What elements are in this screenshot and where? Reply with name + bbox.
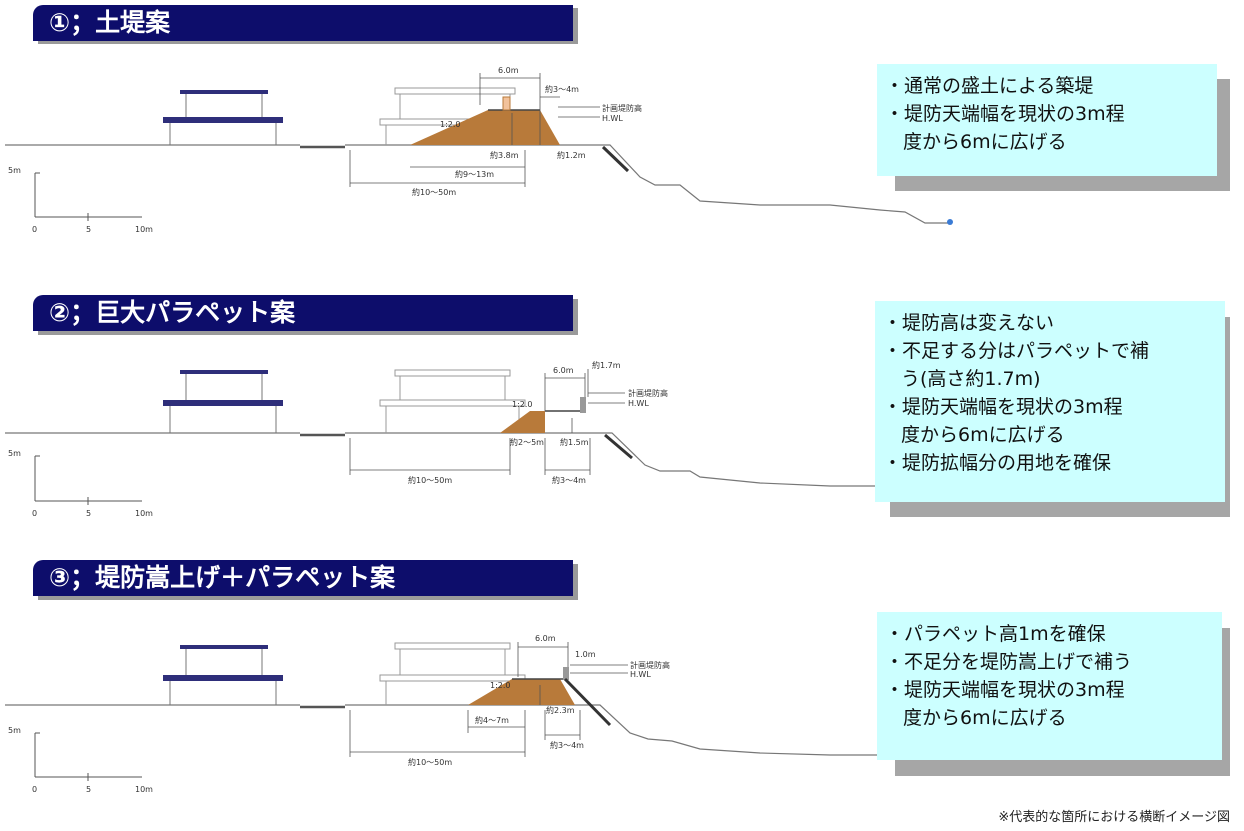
design-height-label: 計画堤防高 [602, 103, 642, 113]
scale-bar [34, 732, 142, 781]
house-outline-icon [379, 369, 526, 433]
note-line: ・堤防拡幅分の用地を確保 [883, 452, 1112, 474]
section-title: ①；土堤案 [33, 5, 573, 41]
scale-bar [34, 455, 142, 505]
embankment-fill [500, 411, 545, 433]
crest-label: 6.0m [553, 366, 574, 375]
note-line: ・堤防高は変えない [883, 312, 1055, 334]
rise-label: 約3〜4m [545, 84, 579, 94]
scale-tick-10: 10m [135, 509, 153, 518]
house-icon [163, 90, 283, 145]
footnote: ※代表的な箇所における横断イメージ図 [998, 810, 1230, 825]
water-mark [947, 219, 953, 225]
river-bank [595, 144, 950, 224]
parapet [563, 667, 569, 680]
cross-section-diagram: 6.0m 約3〜4m 計画堤防高 H.WL 1:2.0 約3.8m 約1.2m … [0, 55, 960, 245]
base-label: 約9〜13m [455, 169, 494, 179]
design-height-label: 計画堤防高 [628, 388, 668, 398]
height-label: 約3.8m [490, 150, 519, 160]
rise-label: 約3〜4m [552, 475, 586, 485]
design-height-label: 計画堤防高 [630, 660, 670, 670]
scale-height-label: 5m [8, 726, 21, 735]
section-2: ②；巨大パラペット案 [0, 295, 1244, 550]
span-label: 約10〜50m [408, 475, 452, 485]
cross-section-diagram: 6.0m 約1.7m 計画堤防高 H.WL 1:2.0 約2〜5m 約1.5m … [0, 343, 880, 533]
note-line: う(高さ約1.7m) [901, 368, 1041, 390]
house-icon [163, 645, 283, 705]
cross-section-diagram: 6.0m 1.0m 計画堤防高 H.WL 1:2.0 約4〜7m 約2.3m 約… [0, 615, 880, 805]
scale-tick-0: 0 [32, 785, 37, 794]
note-line: 度から6mに広げる [903, 707, 1067, 729]
note-line: ・パラペット高1mを確保 [885, 623, 1106, 645]
rise-label: 約3〜4m [550, 740, 584, 750]
toe-label: 約2〜5m [510, 437, 544, 447]
parapet [502, 96, 511, 111]
note-line: ・通常の盛土による築堤 [885, 75, 1094, 97]
scale-height-label: 5m [8, 449, 21, 458]
section-3: ③；堤防嵩上げ＋パラペット案 [0, 560, 1244, 831]
note-box: ・通常の盛土による築堤 ・堤防天端幅を現状の3m程 度から6mに広げる [877, 64, 1217, 176]
note-line: 度から6mに広げる [903, 131, 1067, 153]
span-label: 約10〜50m [408, 757, 452, 767]
scale-tick-5: 5 [86, 225, 91, 234]
scale-tick-0: 0 [32, 509, 37, 518]
height-label: 約1.5m [560, 437, 589, 447]
parapet-label: 約1.7m [592, 360, 621, 370]
scale-tick-0: 0 [32, 225, 37, 234]
note-line: 度から6mに広げる [901, 424, 1065, 446]
note-line: ・堤防天端幅を現状の3m程 [885, 679, 1125, 701]
note-line: ・不足分を堤防嵩上げで補う [885, 651, 1133, 673]
span-label: 約10〜50m [412, 187, 456, 197]
scale-bar [34, 172, 142, 221]
scale-tick-5: 5 [86, 785, 91, 794]
parapet-label: 1.0m [575, 650, 596, 659]
note-line: ・堤防天端幅を現状の3m程 [883, 396, 1123, 418]
house-icon [163, 370, 283, 433]
hwl-label: H.WL [628, 399, 649, 408]
hwl-label: H.WL [630, 670, 651, 679]
embankment-fill [468, 679, 575, 705]
hwl-label: H.WL [602, 114, 623, 123]
toe-label: 約4〜7m [475, 715, 509, 725]
section-1: ①；土堤案 [0, 0, 1244, 270]
section-title: ③；堤防嵩上げ＋パラペット案 [33, 560, 573, 596]
crest-label: 6.0m [535, 634, 556, 643]
note-box: ・パラペット高1mを確保 ・不足分を堤防嵩上げで補う ・堤防天端幅を現状の3m程… [877, 612, 1222, 760]
crest-label: 6.0m [498, 66, 519, 75]
height-label: 約2.3m [546, 705, 575, 715]
scale-tick-10: 10m [135, 225, 153, 234]
scale-height-label: 5m [8, 166, 21, 175]
slope-label: 1:2.0 [490, 681, 511, 690]
note-line: ・堤防天端幅を現状の3m程 [885, 103, 1125, 125]
note-box: ・堤防高は変えない ・不足する分はパラペットで補 う(高さ約1.7m) ・堤防天… [875, 301, 1225, 502]
slope-label: 1:2.0 [440, 120, 461, 129]
embankment-fill [410, 110, 560, 145]
slope-label: 1:2.0 [512, 400, 533, 409]
scale-tick-5: 5 [86, 509, 91, 518]
note-line: ・不足する分はパラペットで補 [883, 340, 1150, 362]
scale-tick-10: 10m [135, 785, 153, 794]
gap-label: 約1.2m [557, 150, 586, 160]
section-title: ②；巨大パラペット案 [33, 295, 573, 331]
parapet [580, 397, 586, 413]
